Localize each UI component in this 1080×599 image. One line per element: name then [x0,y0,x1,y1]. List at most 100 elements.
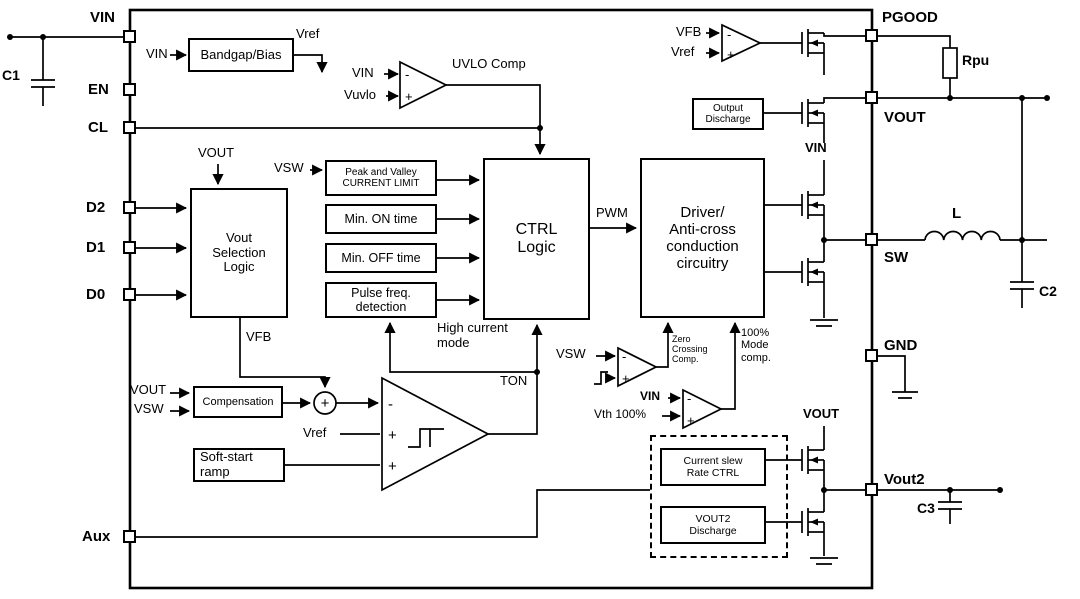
pin-d1 [123,241,136,254]
uvlo-minus-sign: - [405,67,409,82]
block-driver: Driver/ Anti-cross conduction circuitry [640,158,765,318]
vout2-highside-mosfet [801,445,825,475]
summing-node [313,391,337,415]
block-peak-valley-limit: Peak and Valley CURRENT LIMIT [325,160,437,196]
comparator-symbols [313,23,958,492]
ground-symbol-lowside [810,282,838,327]
capacitor-c3 [938,490,962,524]
m100-minus-sign: - [687,391,691,406]
block-ctrl-logic: CTRL Logic [483,158,590,320]
net-100-mode [662,321,741,422]
label-c2: C2 [1039,283,1057,299]
pgood-plus-sign: + [727,47,735,62]
label-vsw-peakvalley: VSW [274,160,304,175]
label-vout-selection: VOUT [198,145,235,160]
label-vref-pgood: Vref [671,44,695,59]
net-high-current-mode [384,321,537,373]
label-vout-comp: VOUT [130,382,167,397]
amp-minus-sign: - [388,396,393,413]
pin-cl [123,121,136,134]
label-vsw-comp: VSW [134,401,164,416]
zero-crossing-comparator [617,346,658,388]
label-vin-fet: VIN [805,140,827,155]
block-min-off-time: Min. OFF time [325,243,437,273]
net-pgood [706,27,951,98]
net-gnd [878,355,918,399]
net-error-amp [170,321,543,466]
capacitor-c2 [1010,240,1034,308]
pin-label-d0: D0 [86,286,106,303]
label-vin-100: VIN [640,389,661,403]
pgood-comparator [721,23,762,63]
label-vth-100: Vth 100% [594,407,647,421]
pin-label-vout2: Vout2 [884,471,925,488]
label-uvlo-comp: UVLO Comp [452,56,526,71]
mosfets [801,28,825,537]
pin-label-gnd: GND [884,337,918,354]
label-vin-bandgap: VIN [146,46,168,61]
label-vfb-pgood: VFB [676,24,702,39]
label-high-current-mode: High current mode [437,320,508,350]
pin-sw [865,233,878,246]
label-zero-crossing-comp: Zero Crossing Comp. [672,334,708,365]
pin-d0 [123,288,136,301]
vout2-control-dashed-box [650,435,788,558]
label-vuvlo: Vuvlo [344,87,377,102]
label-vfb: VFB [246,329,272,344]
pin-pgood [865,29,878,42]
pin-label-sw: SW [884,249,909,266]
pin-label-aux: Aux [82,528,111,545]
comparator-signs: - + - + - + - + - + + + [321,27,735,475]
net-zero-crossing [594,321,674,385]
net-vout2 [766,426,1000,565]
pin-gnd [865,349,878,362]
block-min-on-time: Min. ON time [325,204,437,234]
net-bandgap [170,49,328,74]
capacitor-c1 [31,37,55,106]
label-rpu: Rpu [962,52,990,68]
label-ton: TON [500,373,528,388]
net-vin-input [10,36,123,106]
pgood-mosfet [801,28,825,58]
ground-symbol-vout2 [810,532,838,565]
pin-vout [865,91,878,104]
block-output-discharge: Output Discharge [692,98,764,130]
highside-mosfet [801,190,825,220]
net-ton [488,323,543,435]
inductor-l [924,230,1001,241]
junction-dots [7,34,1050,493]
block-vout-selection: Vout Selection Logic [190,188,288,318]
pin-label-en: EN [88,81,109,98]
pin-d2 [123,201,136,214]
m100-plus-sign: + [687,413,695,428]
pin-label-vout: VOUT [884,109,926,126]
label-vref-amp: Vref [303,425,327,440]
block-current-slew: Current slew Rate CTRL [660,448,766,486]
block-pulse-freq: Pulse freq. detection [325,282,437,318]
net-vout [878,97,1047,240]
vout-discharge-mosfet [801,98,825,128]
hysteresis-icon [408,428,444,448]
net-uvlo [136,68,546,156]
pin-label-pgood: PGOOD [882,9,938,26]
resistor-rpu [942,47,958,79]
pin-label-d2: D2 [86,199,106,216]
net-vout-discharge [764,97,865,143]
lowside-mosfet [801,257,825,287]
block-bandgap-bias: Bandgap/Bias [188,38,294,72]
label-vin-uvlo: VIN [352,65,374,80]
label-vsw-zc: VSW [556,346,586,361]
pgood-minus-sign: - [727,27,731,42]
net-rpu [878,35,951,98]
pin-label-cl: CL [88,119,108,136]
net-vout-selection [136,164,331,389]
amp-plus2-sign: + [388,458,397,475]
label-pwm: PWM [596,205,628,220]
mode100-comparator [682,388,723,430]
pin-vin [123,30,136,43]
block-vout2-discharge: VOUT2 Discharge [660,506,766,544]
pin-vout2 [865,483,878,496]
pin-aux [123,530,136,543]
